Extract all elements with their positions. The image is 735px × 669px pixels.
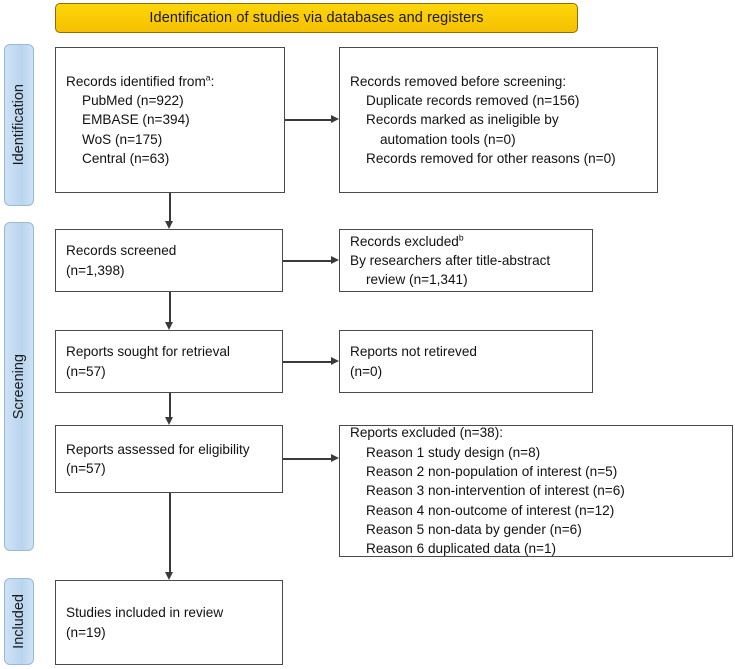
exclusion-reason: Reason 2 non-population of interest (n=5… <box>366 464 618 480</box>
connector-assessed-to-reports-excluded <box>283 458 331 460</box>
box-reports-assessed-count: (n=57) <box>66 461 106 476</box>
stage-label-identification-text: Identification <box>11 84 27 166</box>
box-studies-included: Studies included in review (n=19) <box>55 580 283 665</box>
box-records-excluded-title: Records excludedb <box>350 232 582 251</box>
box-reports-assessed-title: Reports assessed for eligibility <box>66 441 250 457</box>
connector-assessed-to-included <box>169 493 171 572</box>
connector-sought-to-not-retrieved <box>283 361 331 363</box>
source-line: WoS (n=175) <box>82 131 163 147</box>
connector-identified-to-removed <box>285 119 331 121</box>
arrowhead-identified-to-screened <box>165 221 173 229</box>
stage-label-screening-text: Screening <box>11 353 27 420</box>
box-records-excluded: Records excludedb By researchers after t… <box>339 229 593 292</box>
connector-sought-to-assessed <box>169 393 171 417</box>
box-studies-included-title: Studies included in review <box>66 605 224 621</box>
exclusion-reason: Reason 6 duplicated data (n=1) <box>366 541 557 557</box>
removed-line: Duplicate records removed (n=156) <box>366 93 580 109</box>
exclusion-reason: Reason 4 non-outcome of interest (n=12) <box>366 502 615 518</box>
arrowhead-sought-to-not-retrieved <box>331 357 339 365</box>
box-records-removed: Records removed before screening: Duplic… <box>339 47 658 193</box>
arrowhead-assessed-to-reports-excluded <box>331 454 339 462</box>
stage-label-included-text: Included <box>11 594 27 649</box>
box-studies-included-count: (n=19) <box>66 624 106 640</box>
footnote-marker-b: b <box>458 232 464 243</box>
box-reports-not-retrieved: Reports not retireved (n=0) <box>339 330 593 393</box>
stage-label-included: Included <box>4 578 34 665</box>
exclusion-reason: Reason 3 non-intervention of interest (n… <box>366 483 625 499</box>
box-records-screened-title: Records screened <box>66 243 177 259</box>
arrowhead-screened-to-excluded <box>331 256 339 264</box>
connector-screened-to-excluded <box>283 260 331 262</box>
arrowhead-assessed-to-included <box>165 572 173 580</box>
box-records-screened-count: (n=1,398) <box>66 262 125 278</box>
connector-identified-to-screened <box>169 193 171 221</box>
box-reports-excluded: Reports excluded (n=38): Reason 1 study … <box>339 425 733 557</box>
arrowhead-sought-to-assessed <box>165 417 173 425</box>
box-records-identified-heading: Records identified froma: <box>66 72 274 91</box>
box-records-screened: Records screened (n=1,398) <box>55 229 283 292</box>
box-records-excluded-title-text: Records excluded <box>350 233 459 249</box>
source-line: PubMed (n=922) <box>82 93 184 109</box>
box-records-excluded-count: review (n=1,341) <box>366 272 468 288</box>
removed-line: Records marked as ineligible by <box>366 112 559 128</box>
box-reports-sought-count: (n=57) <box>66 363 106 379</box>
stage-label-screening: Screening <box>4 222 34 551</box>
box-records-excluded-note: By researchers after title-abstract <box>350 252 551 268</box>
box-records-identified-heading-suffix: : <box>210 73 215 89</box>
footnote-marker-a: a <box>205 72 211 83</box>
box-records-removed-heading: Records removed before screening: <box>350 73 567 89</box>
box-reports-assessed: Reports assessed for eligibility (n=57) <box>55 425 283 493</box>
phase-header-banner: Identification of studies via databases … <box>55 3 578 33</box>
arrowhead-screened-to-sought <box>165 322 173 330</box>
source-line: EMBASE (n=394) <box>82 112 190 128</box>
box-reports-sought-title: Reports sought for retrieval <box>66 344 230 360</box>
exclusion-reason: Reason 5 non-data by gender (n=6) <box>366 521 582 537</box>
phase-header-label: Identification of studies via databases … <box>149 10 484 26</box>
removed-line: Records removed for other reasons (n=0) <box>366 150 616 166</box>
removed-line: automation tools (n=0) <box>380 131 516 147</box>
box-reports-sought: Reports sought for retrieval (n=57) <box>55 330 283 393</box>
box-reports-excluded-heading: Reports excluded (n=38): <box>350 425 504 441</box>
exclusion-reason: Reason 1 study design (n=8) <box>366 444 541 460</box>
box-records-identified: Records identified froma: PubMed (n=922)… <box>55 47 285 193</box>
stage-label-identification: Identification <box>4 44 34 206</box>
box-reports-not-retrieved-count: (n=0) <box>350 363 383 379</box>
source-line: Central (n=63) <box>82 150 170 166</box>
arrowhead-identified-to-removed <box>331 115 339 123</box>
box-reports-not-retrieved-title: Reports not retireved <box>350 344 477 360</box>
box-records-identified-heading-text: Records identified from <box>66 73 206 89</box>
connector-screened-to-sought <box>169 292 171 322</box>
